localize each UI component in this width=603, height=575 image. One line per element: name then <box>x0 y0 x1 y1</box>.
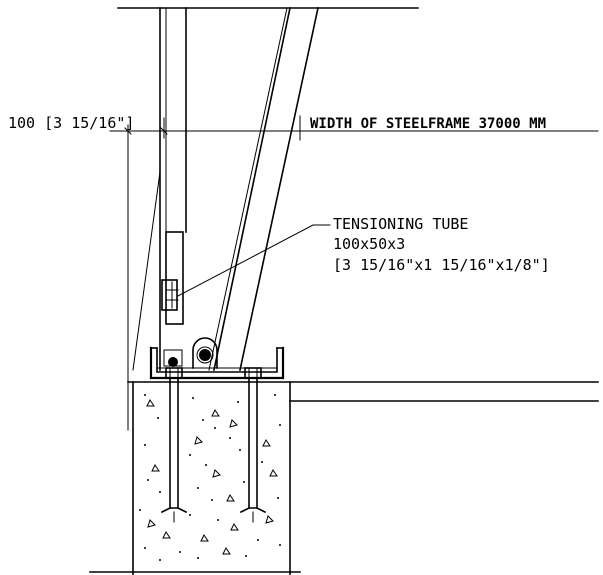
roller-pin <box>163 337 218 369</box>
vertical-post <box>159 7 187 371</box>
tube-title: TENSIONING TUBE <box>333 215 468 233</box>
left-construction-line <box>132 171 161 371</box>
offset-dimension-label: 100 [3 15/16"] <box>8 114 134 132</box>
tube-size-metric: 100x50x3 <box>333 235 405 253</box>
pin-bolt <box>199 349 211 361</box>
concrete-hatch <box>146 399 278 555</box>
tensioning-tube-plate <box>161 231 184 325</box>
inclined-frame-members <box>208 7 319 371</box>
tube-leader <box>177 224 331 297</box>
width-dimension <box>165 115 599 141</box>
adjacent-slab <box>289 381 599 402</box>
anchor-bolts <box>160 377 267 523</box>
concrete-foundation <box>89 381 301 575</box>
concrete-dots <box>139 394 281 561</box>
tube-size-imperial: [3 15/16"x1 15/16"x1/8"] <box>333 256 550 274</box>
offset-dimension <box>109 117 168 431</box>
width-dimension-label: WIDTH OF STEELFRAME 37000 MM <box>310 116 546 132</box>
anchor-nuts <box>165 367 262 379</box>
